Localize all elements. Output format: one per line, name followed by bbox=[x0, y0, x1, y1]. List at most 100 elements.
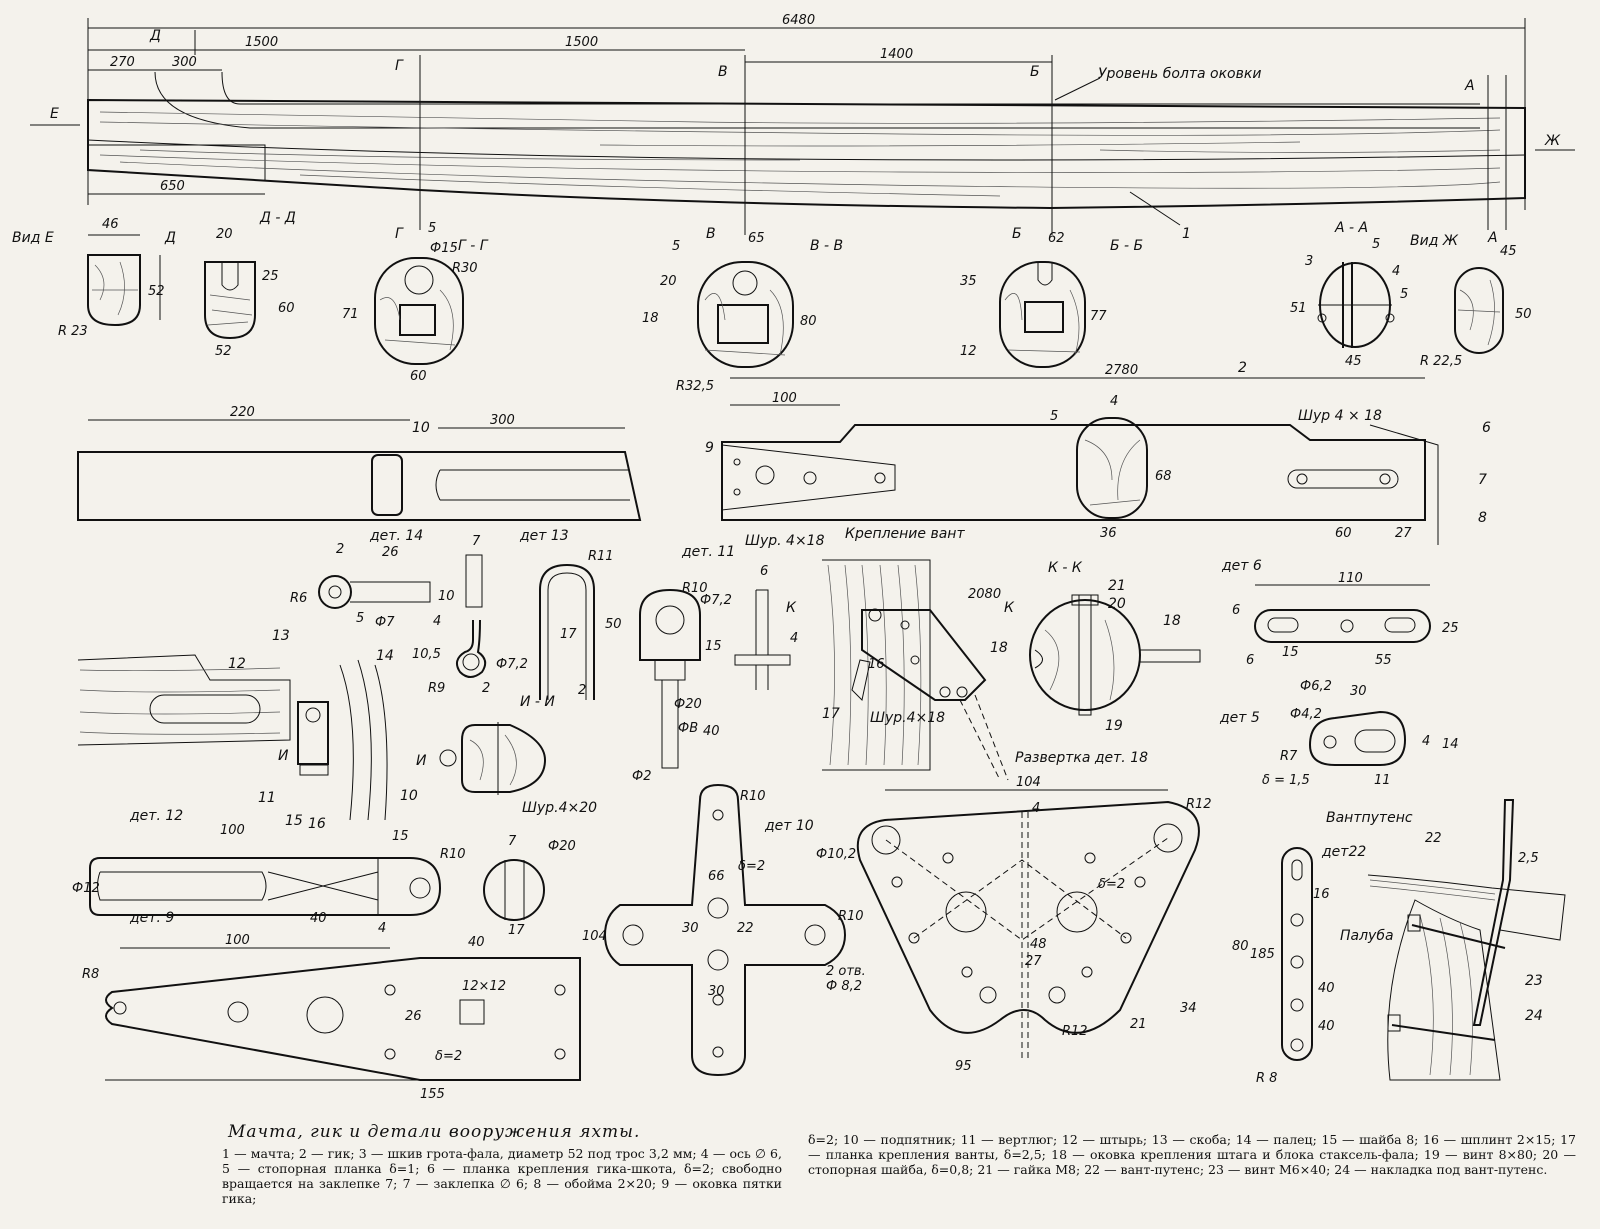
det10-dim-5: 22 bbox=[737, 921, 754, 936]
v-v-dim-2: 5 bbox=[672, 239, 680, 254]
pin-dim-1: 7 bbox=[508, 834, 517, 849]
section-b-b: Б - Б 62 35 12 77 Б bbox=[960, 226, 1143, 368]
chainplate-dim-2: 185 bbox=[1250, 947, 1275, 962]
det6-title: дет 6 bbox=[1221, 558, 1262, 574]
boom-dim-3: 4 bbox=[1110, 394, 1118, 409]
boom-dim-4: 68 bbox=[1155, 469, 1172, 484]
g-g-dim-5: 60 bbox=[410, 369, 427, 384]
det11-dim-5: ФВ bbox=[678, 721, 698, 736]
vid-e-dim-2: 52 bbox=[148, 284, 165, 299]
det6-dim-7: Ф6,2 bbox=[1300, 679, 1332, 694]
a-a-dim-3: 4 bbox=[1392, 264, 1400, 279]
det6-dim-6: 25 bbox=[1442, 621, 1459, 636]
det12-dim-4: Ф12 bbox=[72, 881, 100, 896]
mark-a: А bbox=[1464, 78, 1475, 94]
detail-14: дет. 14 2 26 R6 5 Ф7 10 bbox=[290, 528, 455, 630]
vid-zh-dim-3: R 22,5 bbox=[1420, 354, 1462, 369]
shroud-part-17: 17 bbox=[822, 706, 840, 722]
v-v-dim-6: R32,5 bbox=[676, 379, 714, 394]
mark-e: Е bbox=[50, 106, 59, 122]
dev18-dim-5: δ=2 bbox=[1098, 877, 1125, 892]
mark-d: Д bbox=[149, 28, 161, 44]
boom-length: 2780 bbox=[1105, 363, 1138, 378]
det10-dim-3: 66 bbox=[708, 869, 725, 884]
boom-dim-5: 36 bbox=[1100, 526, 1117, 541]
section-v-v: В - В 65 5 20 18 80 R32,5 В bbox=[642, 226, 843, 394]
caption-legend-left: 1 — мачта; 2 — гик; 3 — шкив грота-фала,… bbox=[222, 1146, 782, 1206]
v-v-dim-3: 20 bbox=[660, 274, 677, 289]
det14-dim-1: 2 bbox=[336, 542, 344, 557]
d-d-dim-2: 25 bbox=[262, 269, 279, 284]
boom-part-8: 8 bbox=[1478, 510, 1487, 526]
det13-title: дет 13 bbox=[519, 528, 569, 544]
mast-side-view: 6480 1500 1500 1400 270 300 650 Д Г В Б … bbox=[30, 13, 1575, 242]
mast-dim-3: 1400 bbox=[880, 47, 913, 62]
v-v-title: В - В bbox=[810, 238, 843, 254]
mast-overall-length: 6480 bbox=[782, 13, 815, 28]
boom-dim-2: 5 bbox=[1050, 409, 1058, 424]
det12-dim-3: R10 bbox=[440, 847, 466, 862]
k-k-part-19: 19 bbox=[1105, 718, 1123, 734]
asm-part-13: 13 bbox=[272, 628, 290, 644]
detail-9: дет. 9 100 40 R8 12×12 26 δ=2 155 bbox=[82, 910, 581, 1102]
a-a-dim-2: 3 bbox=[1305, 254, 1313, 269]
boom-view: 2780 2 100 5 4 68 36 60 27 Шур 4 × 18 Шу… bbox=[705, 360, 1491, 549]
det10-title: дет 10 bbox=[764, 818, 814, 834]
section-g-g: Г - Г 5 Ф15 R30 71 60 Г bbox=[342, 221, 489, 384]
k-k-part-18: 18 bbox=[1163, 613, 1181, 629]
det10-dim-7: 104 bbox=[582, 929, 607, 944]
chainplate-title: Вантпутенс bbox=[1326, 810, 1413, 826]
shroud-title: Крепление вант bbox=[845, 526, 965, 542]
det9-dim-5: 26 bbox=[405, 1009, 422, 1024]
det5-title: дет 5 bbox=[1219, 710, 1260, 726]
det10-dim-8: 30 bbox=[708, 984, 725, 999]
det12-dim-2: 15 bbox=[392, 829, 409, 844]
det12-dim-6: 4 bbox=[378, 921, 386, 936]
b-b-dim-1: 62 bbox=[1048, 231, 1065, 246]
det13-dim-8: R9 bbox=[428, 681, 445, 696]
v-v-mark: В bbox=[706, 226, 716, 242]
det6-dim-4: 15 bbox=[1282, 645, 1299, 660]
asm-part-14: 14 bbox=[376, 648, 394, 664]
mast-part-no: 1 bbox=[1182, 226, 1191, 242]
mast-dim-6: 650 bbox=[160, 179, 185, 194]
k-k-part-20: 20 bbox=[1108, 596, 1126, 612]
asm-part-15: 15 bbox=[285, 813, 303, 829]
vid-zh-title: Вид Ж bbox=[1410, 233, 1459, 249]
d-d-title: Д - Д bbox=[259, 210, 296, 226]
det13-dim-2: R11 bbox=[588, 549, 614, 564]
chainplate-dim-4: 40 bbox=[1318, 1019, 1335, 1034]
boom-dim-7: 27 bbox=[1395, 526, 1412, 541]
det11-dim-6: 40 bbox=[703, 724, 720, 739]
mark-b: Б bbox=[1030, 64, 1040, 80]
vid-zh-mark: А bbox=[1487, 230, 1498, 246]
dev18-dim-11: R12 bbox=[1062, 1024, 1088, 1039]
det11-title: дет. 11 bbox=[681, 544, 735, 560]
a-a-dim-6: 45 bbox=[1345, 354, 1362, 369]
vid-e-title: Вид Е bbox=[12, 230, 54, 246]
dev18-title: Развертка дет. 18 bbox=[1015, 750, 1148, 766]
mast-heel-view: 220 300 10 bbox=[77, 405, 642, 521]
boom-part-7: 7 bbox=[1478, 472, 1487, 488]
boom-dim-1: 100 bbox=[772, 391, 797, 406]
boom-screw-1: Шур 4 × 18 bbox=[1298, 408, 1382, 424]
det14-dim-2: 26 bbox=[382, 545, 399, 560]
det5-dim-5: 11 bbox=[1374, 773, 1391, 788]
vid-zh-dim-1: 45 bbox=[1500, 244, 1517, 259]
figure-caption: Мачта, гик и детали вооружения яхты. 1 —… bbox=[0, 1122, 1600, 1229]
det11-dim-3: 15 bbox=[705, 639, 722, 654]
det12-title: дет. 12 bbox=[129, 808, 183, 824]
heel-part: 10 bbox=[412, 420, 430, 436]
det13-dim-9: 2 bbox=[482, 681, 490, 696]
g-g-dim-3: R30 bbox=[452, 261, 478, 276]
asm-part-10: 10 bbox=[400, 788, 418, 804]
g-g-dim-2: Ф15 bbox=[430, 241, 458, 256]
detail-11: дет. 11 R10 Ф7,2 15 Ф20 ФВ 40 Ф2 6 К 4 bbox=[632, 544, 798, 784]
asm-part-16: 16 bbox=[308, 816, 326, 832]
det11-dim-10: 4 bbox=[790, 631, 798, 646]
d-d-dim-1: 20 bbox=[216, 227, 233, 242]
a-a-title: А - А bbox=[1334, 220, 1368, 236]
a-a-dim-4: 5 bbox=[1400, 287, 1408, 302]
dev18-dim-9: 34 bbox=[1180, 1001, 1197, 1016]
